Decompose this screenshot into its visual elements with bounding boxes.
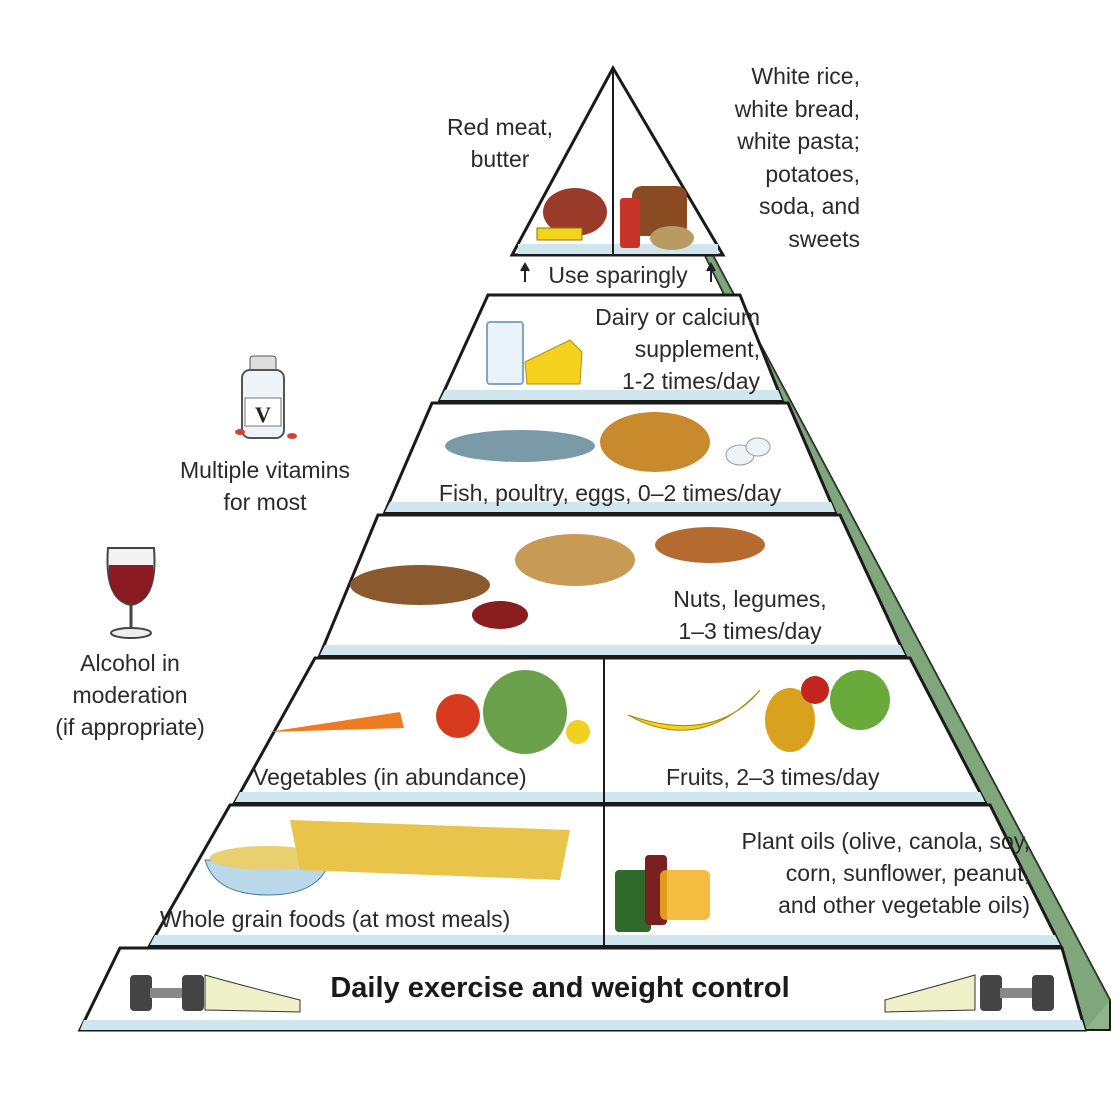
sneaker-icon	[884, 974, 976, 1013]
fruits-label: Fruits, 2–3 times/day	[666, 764, 880, 790]
tier-grains-oils	[147, 803, 1063, 947]
tier-fish-poultry-eggs	[382, 401, 838, 514]
dumbbell-icon	[980, 975, 1054, 1011]
tier-base-exercise	[77, 946, 1087, 1032]
plant-oils-label: Plant oils (olive, canola, soy, corn, su…	[741, 828, 1031, 918]
dairy-label: Dairy or calcium supplement, 1-2 times/d…	[595, 304, 760, 394]
dumbbell-icon	[130, 975, 204, 1011]
sneaker-icon	[204, 974, 301, 1013]
vitamin-bottle-icon	[235, 355, 297, 439]
tier-dairy	[437, 293, 785, 402]
vitamin-bottle-letter: V	[255, 402, 271, 427]
vegetables-label: Vegetables (in abundance)	[253, 764, 527, 790]
use-sparingly-note: Use sparingly	[548, 262, 688, 288]
arrow-up-icon	[706, 261, 716, 282]
fish-poultry-eggs-label: Fish, poultry, eggs, 0–2 times/day	[438, 480, 782, 506]
exercise-weight-control-label: Daily exercise and weight control	[330, 972, 790, 1004]
alcohol-label: Alcohol in moderation (if appropriate)	[55, 650, 205, 740]
arrow-up-icon	[520, 261, 530, 282]
red-meat-butter-label: Red meat, butter	[446, 114, 554, 172]
multiple-vitamins-label: Multiple vitamins for most	[180, 457, 350, 515]
tier-nuts-legumes	[317, 513, 908, 657]
refined-carbs-label: White rice, white bread, white pasta; po…	[734, 63, 860, 252]
tier-vegetables-fruits	[232, 656, 988, 804]
whole-grains-label: Whole grain foods (at most meals)	[160, 906, 511, 932]
wine-glass-icon	[106, 547, 156, 639]
nuts-legumes-label: Nuts, legumes, 1–3 times/day	[673, 586, 827, 644]
